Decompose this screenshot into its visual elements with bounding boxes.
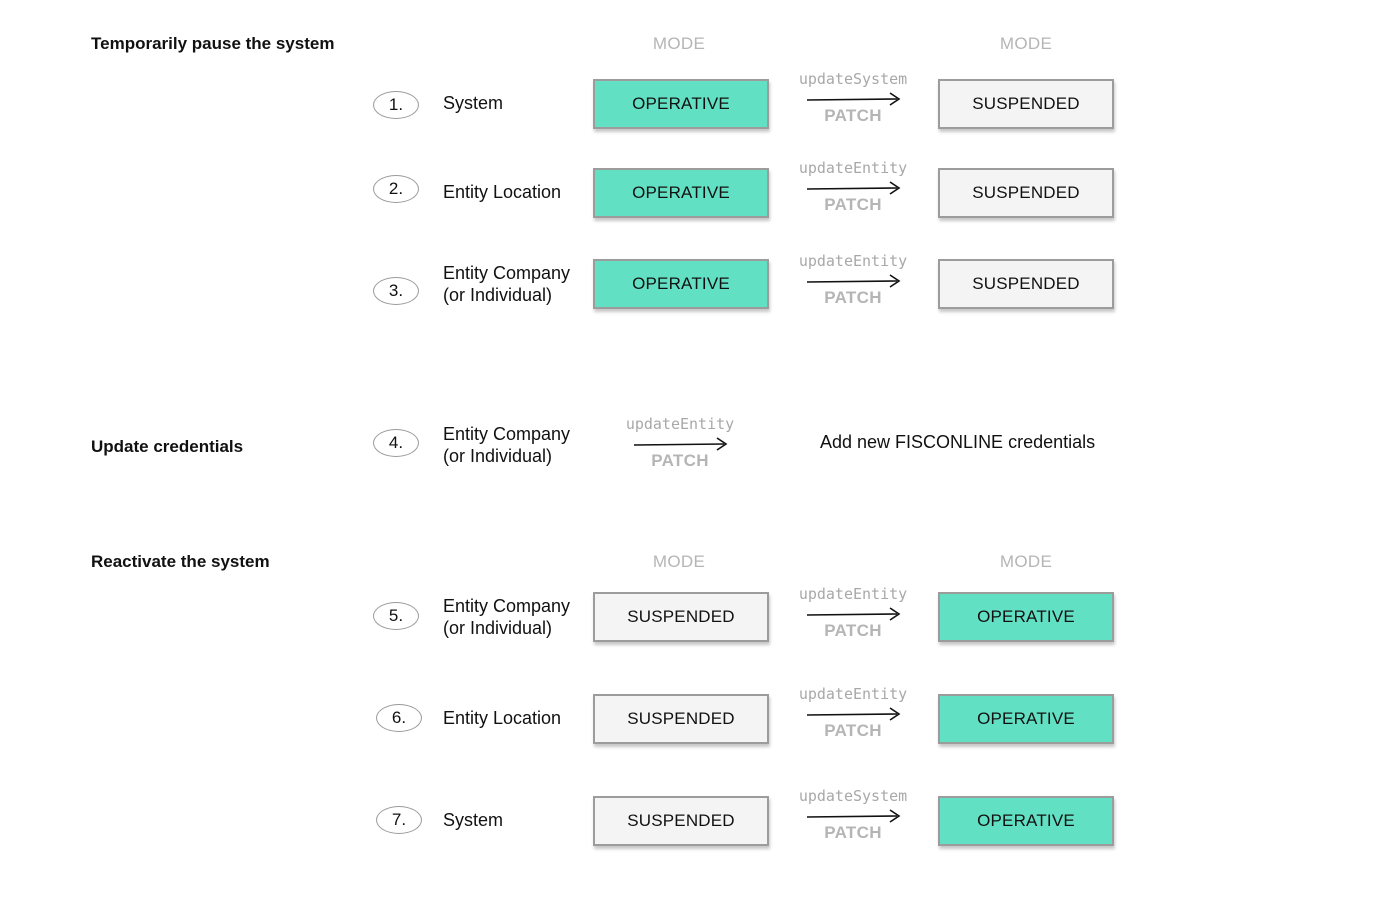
mode-header-from: MODE [652,552,706,571]
http-verb: PATCH [824,823,882,842]
mode-box-to: OPERATIVE [938,592,1114,642]
mode-box-from: OPERATIVE [593,168,769,218]
step-number: 1. [373,91,419,119]
transition-arrow: updateEntity PATCH [783,159,923,219]
entity-label: System [443,810,504,830]
entity-label: Entity Company (or Individual) [443,263,571,305]
entity-label: Entity Company (or Individual) [443,424,571,466]
mode-box-to: OPERATIVE [938,694,1114,744]
mode-box-to: SUSPENDED [938,168,1114,218]
arrow-icon [633,437,728,451]
mode-header-to: MODE [999,34,1053,53]
transition-arrow: updateEntity PATCH [783,685,923,745]
method-name: updateEntity [798,585,908,603]
arrow-icon [806,274,901,288]
method-name: updateEntity [798,685,908,703]
section-title-credentials: Update credentials [91,437,244,456]
arrow-icon [806,607,901,621]
entity-label: Entity Location [443,182,562,202]
arrow-icon [806,809,901,823]
mode-box-to: SUSPENDED [938,259,1114,309]
mode-header-from: MODE [652,34,706,53]
transition-arrow: updateEntity PATCH [610,415,750,475]
method-name: updateSystem [798,70,908,88]
http-verb: PATCH [824,621,882,640]
entity-label: Entity Company (or Individual) [443,596,571,638]
step-number: 5. [373,602,419,630]
http-verb: PATCH [824,721,882,740]
mode-box-from: OPERATIVE [593,259,769,309]
method-name: updateSystem [798,787,908,805]
mode-box-from: SUSPENDED [593,592,769,642]
entity-label: System [443,93,504,113]
step-number: 6. [376,704,422,732]
section-title-reactivate: Reactivate the system [91,552,270,571]
http-verb: PATCH [824,195,882,214]
method-name: updateEntity [625,415,735,433]
method-name: updateEntity [798,159,908,177]
mode-box-from: OPERATIVE [593,79,769,129]
transition-arrow: updateSystem PATCH [783,787,923,847]
credentials-note: Add new FISCONLINE credentials [820,432,1096,452]
step-number: 4. [373,429,419,457]
transition-arrow: updateEntity PATCH [783,585,923,645]
transition-arrow: updateEntity PATCH [783,252,923,312]
mode-box-to: SUSPENDED [938,79,1114,129]
transition-arrow: updateSystem PATCH [783,70,923,130]
mode-header-to: MODE [999,552,1053,571]
arrow-icon [806,92,901,106]
entity-label: Entity Location [443,708,562,728]
http-verb: PATCH [651,451,709,470]
http-verb: PATCH [824,106,882,125]
section-title-pause: Temporarily pause the system [91,34,335,53]
step-number: 3. [373,277,419,305]
http-verb: PATCH [824,288,882,307]
arrow-icon [806,181,901,195]
mode-box-from: SUSPENDED [593,796,769,846]
mode-box-from: SUSPENDED [593,694,769,744]
method-name: updateEntity [798,252,908,270]
mode-box-to: OPERATIVE [938,796,1114,846]
step-number: 2. [373,175,419,203]
step-number: 7. [376,806,422,834]
arrow-icon [806,707,901,721]
